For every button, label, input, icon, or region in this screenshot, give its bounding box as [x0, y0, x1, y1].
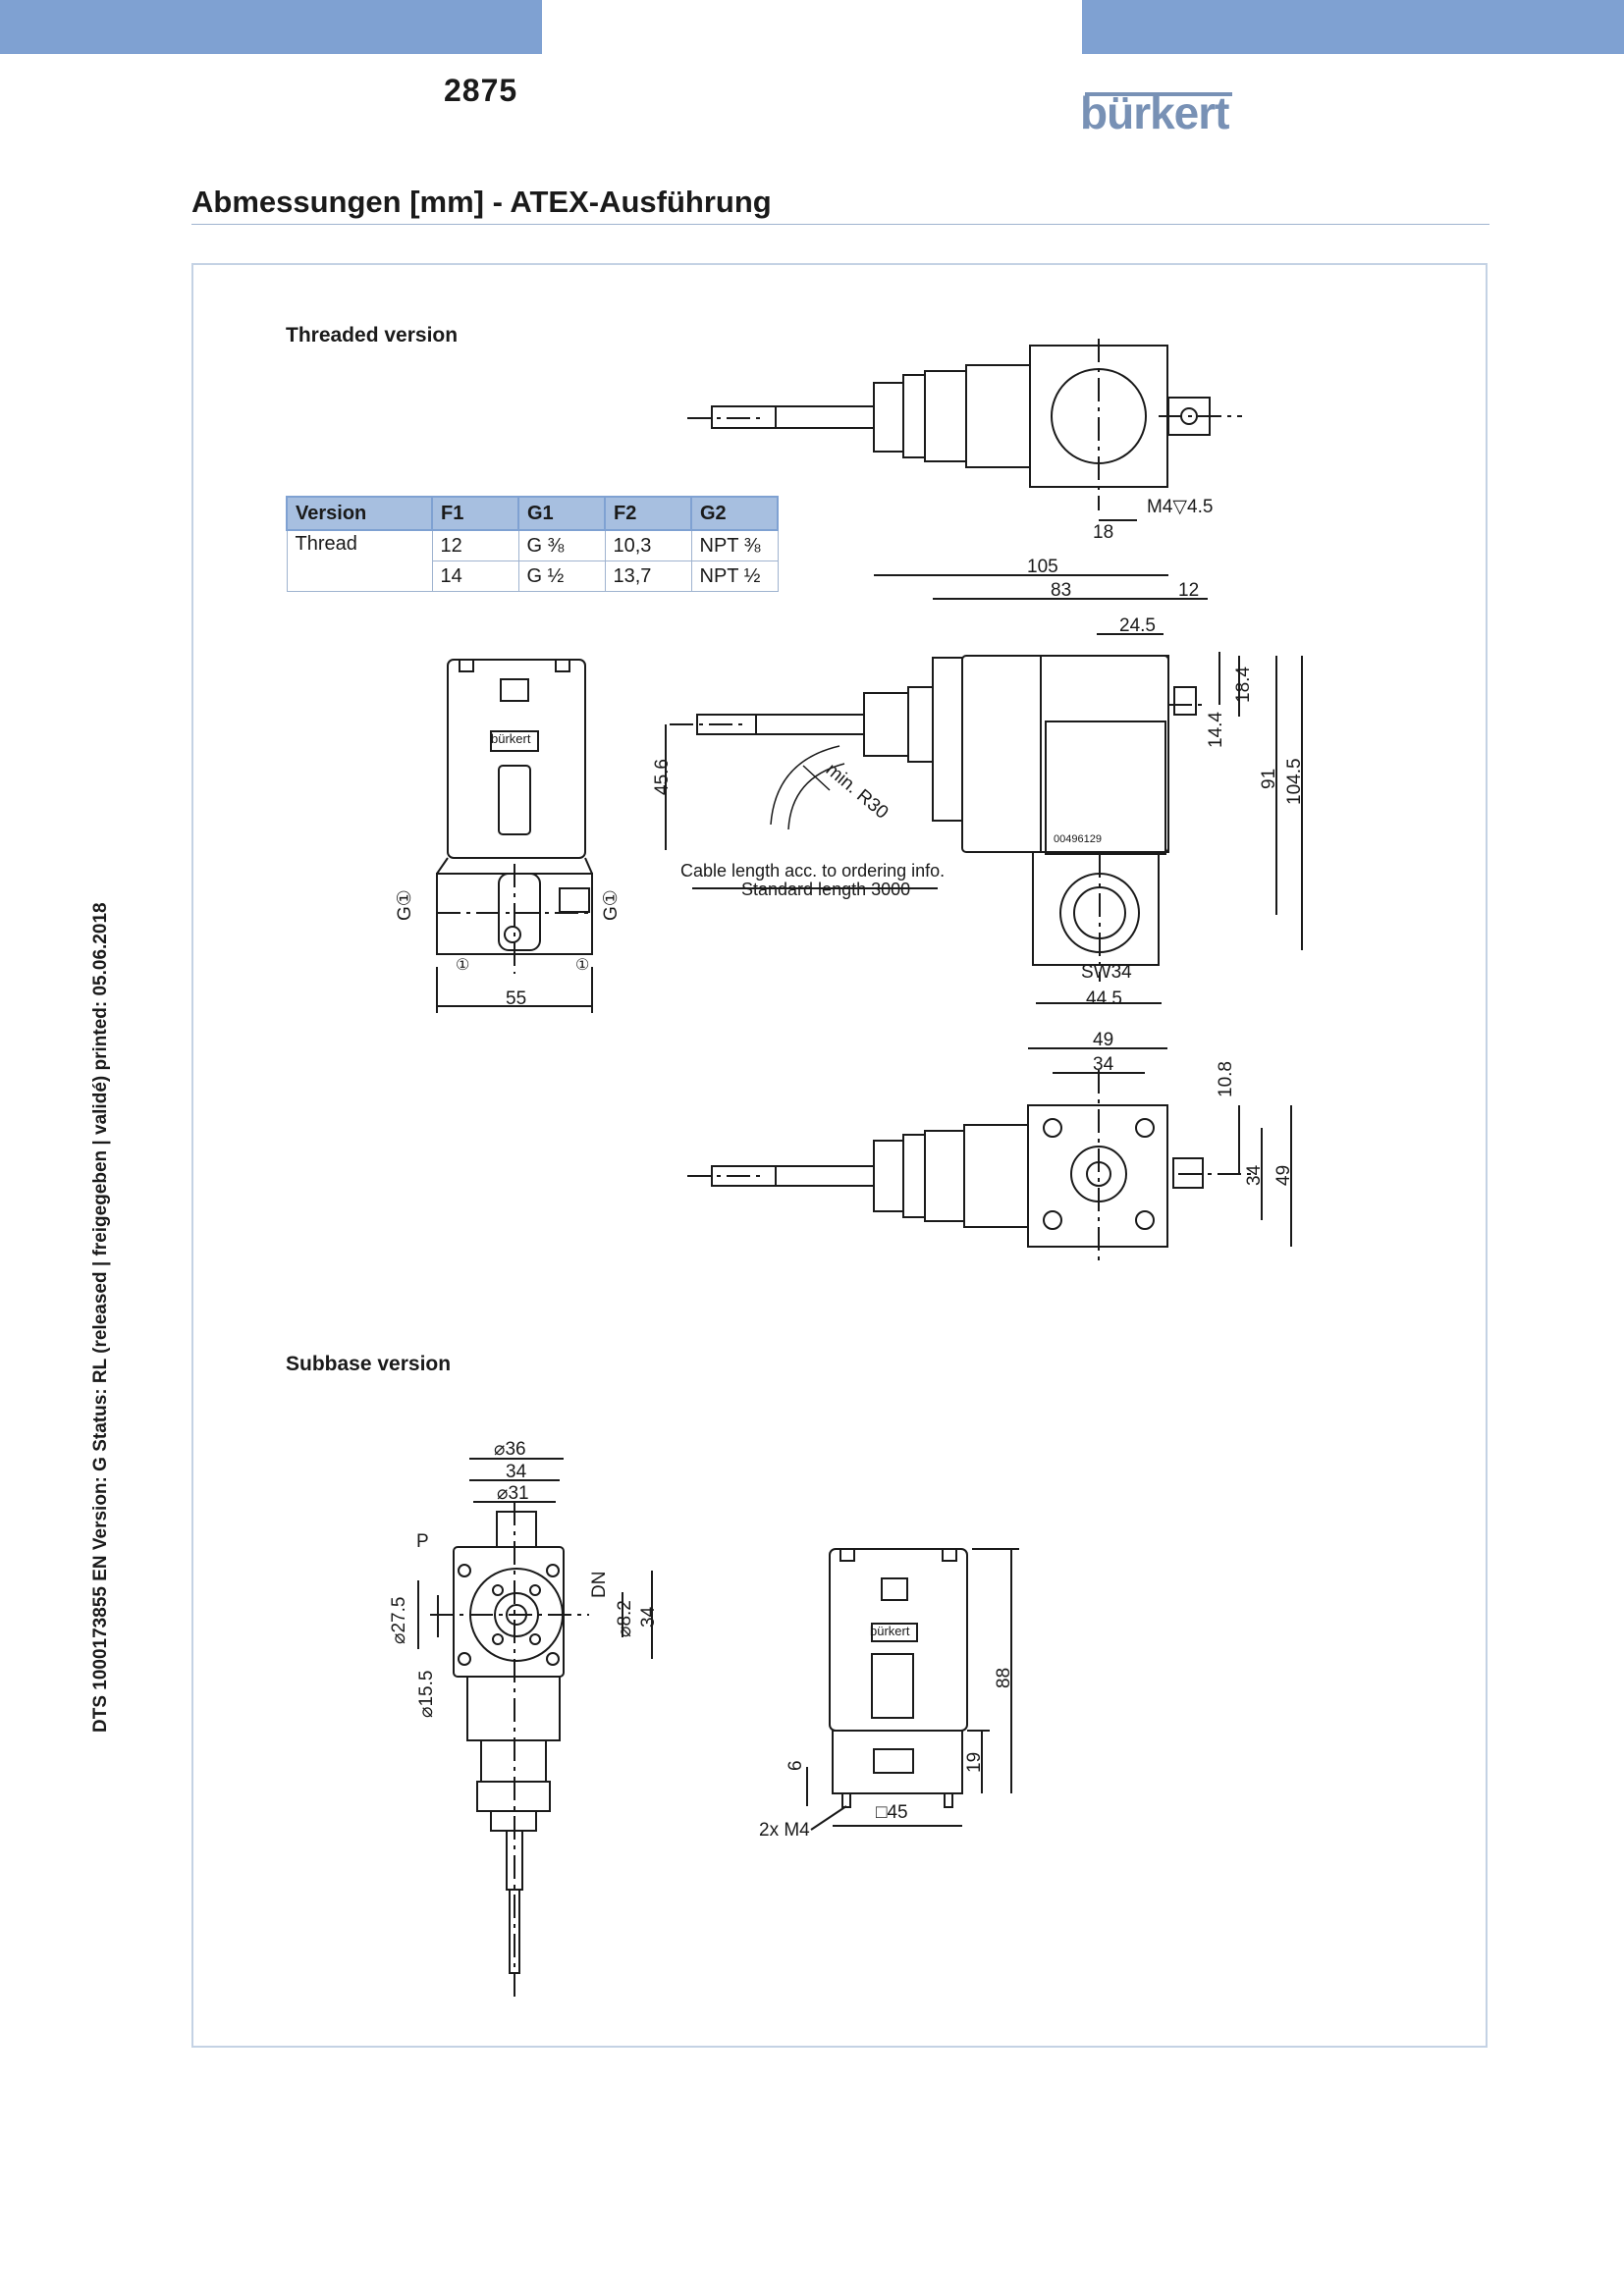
- dim-phi8-2: ⌀8.2: [615, 1600, 635, 1637]
- dim-24-5: 24.5: [1119, 615, 1156, 636]
- dim-sw34: SW34: [1081, 962, 1132, 983]
- header-band-right: [1082, 0, 1624, 54]
- version-cell: Thread: [286, 529, 433, 592]
- table-header-row: Version F1 G1 F2 G2: [286, 496, 779, 531]
- dim-104-5: 104.5: [1284, 758, 1305, 805]
- table-cell: 13,7: [604, 561, 692, 592]
- threaded-front-view: [436, 659, 593, 1013]
- dim-34: 34: [506, 1462, 527, 1482]
- subbase-top-view: [417, 1458, 653, 2002]
- table-cell: 14: [431, 561, 519, 592]
- dim-34-right: 34: [1244, 1164, 1265, 1186]
- dim-6: 6: [785, 1760, 806, 1771]
- table-cell: NPT ½: [690, 561, 779, 592]
- threaded-version-label: Threaded version: [286, 324, 459, 347]
- dim-g1-left: G①: [395, 889, 415, 921]
- subbase-version-label: Subbase version: [286, 1353, 452, 1375]
- dim-phi36: ⌀36: [494, 1439, 526, 1460]
- section-title: Abmessungen [mm] - ATEX-Ausführung: [191, 185, 772, 219]
- dim-phi15-5: ⌀15.5: [416, 1671, 437, 1718]
- threaded-top-view: [687, 339, 1242, 521]
- dim-phi31: ⌀31: [497, 1483, 529, 1504]
- nameplate-number: 00496129: [1054, 833, 1102, 845]
- dim-10-8: 10.8: [1216, 1061, 1236, 1097]
- dim-14-4: 14.4: [1206, 712, 1226, 748]
- dim-m4-depth: M4▽4.5: [1147, 497, 1213, 517]
- dim-34-top: 34: [1093, 1054, 1114, 1075]
- header-f2: F2: [604, 496, 692, 531]
- dim-45-6: 45.6: [652, 759, 673, 795]
- dim-g1-right: G①: [601, 889, 622, 921]
- threaded-bottom-view: [687, 1047, 1292, 1266]
- logo-bar: [1085, 92, 1232, 96]
- label-logo-mark: bürkert: [491, 731, 531, 746]
- dim-44-5: 44.5: [1086, 988, 1122, 1009]
- title-rule: [191, 224, 1489, 225]
- cable-note-2: Standard length 3000: [741, 880, 910, 899]
- subbase-logo-mark: bürkert: [870, 1624, 910, 1638]
- cable-note-1: Cable length acc. to ordering info.: [680, 861, 945, 881]
- table-cell: G ⅜: [517, 529, 606, 561]
- dim-18-4: 18.4: [1233, 667, 1254, 703]
- dim-dn: DN: [589, 1572, 610, 1598]
- header-f1: F1: [431, 496, 519, 531]
- dim-91: 91: [1259, 769, 1279, 789]
- dim-2x-m4: 2x M4: [759, 1820, 810, 1841]
- table-cell: G ½: [517, 561, 606, 592]
- port-1-left: ①: [456, 957, 469, 974]
- header-g1: G1: [517, 496, 606, 531]
- dim-88: 88: [994, 1668, 1014, 1688]
- dim-19: 19: [964, 1752, 985, 1773]
- drawing-frame: [191, 263, 1488, 2048]
- dim-radius: min. R30: [822, 760, 893, 824]
- table-cell: NPT ⅜: [690, 529, 779, 561]
- dim-phi27-5: ⌀27.5: [389, 1597, 409, 1644]
- subbase-front-view: [806, 1548, 1019, 1831]
- header-version: Version: [286, 496, 433, 531]
- header-band-left: [0, 0, 542, 54]
- table-row: Thread 12 G ⅜ 10,3 NPT ⅜: [286, 529, 779, 592]
- table-row: 14 G ½ 13,7 NPT ½: [287, 561, 779, 592]
- port-p: P: [416, 1531, 429, 1552]
- dim-55: 55: [506, 988, 526, 1009]
- port-1-right: ①: [575, 957, 589, 974]
- thread-spec-table: Version F1 G1 F2 G2 Thread 12 G ⅜ 10,3 N…: [286, 496, 779, 592]
- dim-18-top: 18: [1093, 522, 1113, 543]
- dim-sq45: □45: [876, 1802, 908, 1823]
- dim-83: 83: [1051, 580, 1071, 601]
- dim-12: 12: [1178, 580, 1199, 601]
- document-number: 2875: [444, 73, 518, 108]
- header-g2: G2: [690, 496, 779, 531]
- dim-49-top: 49: [1093, 1030, 1113, 1050]
- dim-105: 105: [1027, 557, 1058, 577]
- dim-49-right: 49: [1273, 1165, 1294, 1186]
- dim-34-right-subbase: 34: [638, 1606, 659, 1628]
- threaded-side-view: [665, 574, 1303, 1004]
- burkert-logo: bürkert: [1080, 87, 1229, 138]
